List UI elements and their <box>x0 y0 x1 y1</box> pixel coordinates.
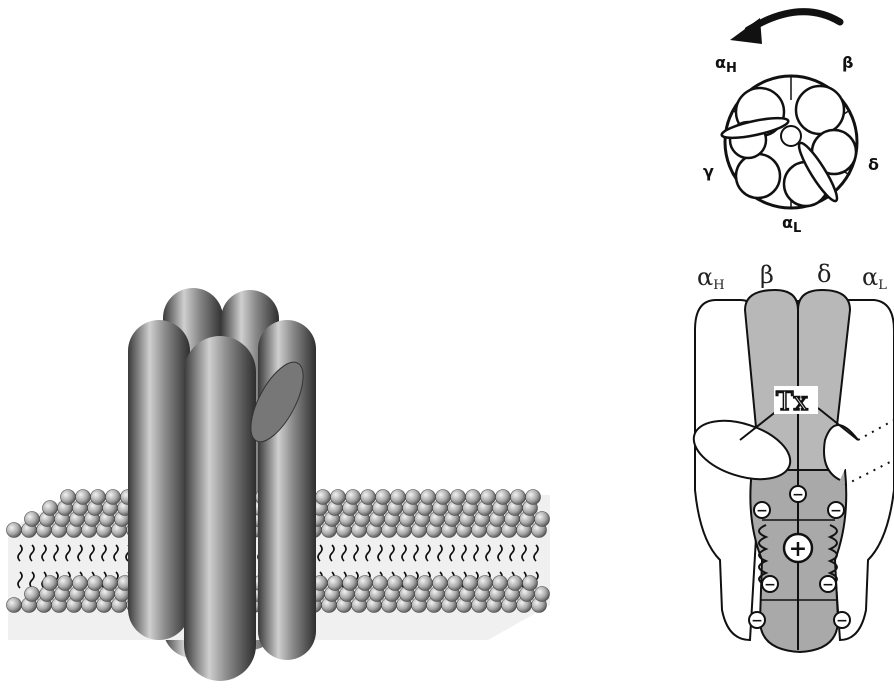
lipid-head <box>7 598 22 613</box>
lipid-head <box>436 490 451 505</box>
channel-membrane-illustration <box>7 288 551 681</box>
lipid-head <box>511 490 526 505</box>
lipid-head <box>508 576 523 591</box>
minus-5: − <box>822 577 834 593</box>
lipid-head <box>76 490 91 505</box>
label-top-alpha-h: αH <box>715 53 737 76</box>
label-top-alpha-l: αL <box>782 213 801 236</box>
lipid-head <box>448 576 463 591</box>
lipid-head <box>481 490 496 505</box>
lipid-head <box>58 576 73 591</box>
side-view-diagram: αH β δ αL Tx <box>686 260 894 652</box>
minus-2: − <box>756 503 768 519</box>
lipid-head <box>7 523 22 538</box>
lipid-head <box>361 490 376 505</box>
lipid-head <box>418 576 433 591</box>
lipid-head <box>343 576 358 591</box>
lipid-head <box>535 512 550 527</box>
minus-4: − <box>764 577 776 593</box>
lipid-head <box>406 490 421 505</box>
lipid-head <box>421 490 436 505</box>
rotation-arrowhead-icon <box>730 18 762 44</box>
lipid-head <box>451 490 466 505</box>
lipid-head <box>493 576 508 591</box>
lipid-head <box>496 490 511 505</box>
lipid-head <box>535 587 550 602</box>
lipid-head <box>91 490 106 505</box>
lipid-head <box>391 490 406 505</box>
lipid-head <box>61 490 76 505</box>
lipid-head <box>106 490 121 505</box>
central-pore <box>781 126 801 146</box>
label-side-beta: β <box>760 261 774 289</box>
lipid-head <box>88 576 103 591</box>
lipid-head <box>25 512 40 527</box>
lipid-head <box>466 490 481 505</box>
top-view-diagram: αH β γ δ αL <box>703 12 879 236</box>
minus-3: − <box>830 503 842 519</box>
minus-1: − <box>792 487 804 503</box>
lipid-head <box>523 576 538 591</box>
label-side-delta: δ <box>817 260 831 288</box>
minus-7: − <box>836 613 848 629</box>
label-side-alpha-l: αL <box>862 263 887 293</box>
lipid-head <box>103 576 118 591</box>
lipid-head <box>43 501 58 516</box>
lipid-head <box>328 576 343 591</box>
label-top-gamma: γ <box>703 162 714 181</box>
lipid-head <box>358 576 373 591</box>
lipid-head <box>331 490 346 505</box>
label-side-alpha-h: αH <box>697 263 725 293</box>
label-top-beta: β <box>842 53 853 72</box>
lipid-head <box>403 576 418 591</box>
lipid-head <box>316 490 331 505</box>
helix-left <box>128 320 190 640</box>
lipid-head <box>73 576 88 591</box>
lipid-head <box>43 576 58 591</box>
lipid-head <box>373 576 388 591</box>
rotation-arrow-icon <box>748 12 840 30</box>
lipid-head <box>433 576 448 591</box>
lipid-head <box>463 576 478 591</box>
lipid-head <box>388 576 403 591</box>
toxin-label: Tx <box>776 387 808 417</box>
plus-sign: + <box>789 536 807 562</box>
lipid-head <box>526 490 541 505</box>
minus-6: − <box>751 613 763 629</box>
helix-front-center <box>184 336 256 681</box>
label-top-delta: δ <box>868 155 879 174</box>
lipid-head <box>25 587 40 602</box>
lipid-head <box>478 576 493 591</box>
lipid-head <box>376 490 391 505</box>
lipid-head <box>346 490 361 505</box>
